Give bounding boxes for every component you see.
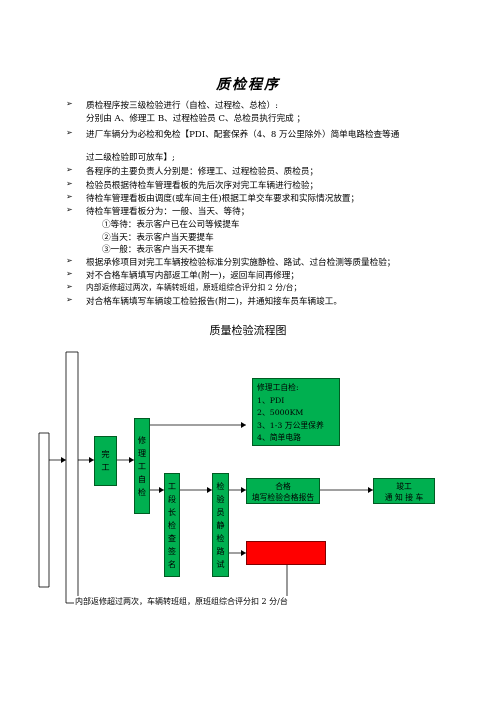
bullet-arrow-icon: ➢ — [66, 192, 73, 201]
finish-label: 竣工 — [396, 482, 412, 491]
notify-pickup-label: 通 知 接 车 — [384, 493, 424, 502]
self-check-list-item: 2、5000KM — [257, 408, 304, 417]
bottom-note: 内部返修超过两次，车辆转班组，原班组综合评分扣 2 分/台 — [74, 596, 289, 607]
list-subitem: ②当天：表示客户当天要提车 — [102, 233, 214, 243]
bullet-arrow-icon: ➢ — [66, 128, 73, 137]
bullet-arrow-icon: ➢ — [66, 269, 73, 278]
list-item: 待检车管理看板由调度(或车间主任)根据工单交车要求和实际情况放置； — [86, 194, 360, 204]
complete-label: 完工 — [101, 449, 110, 472]
list-item: 待检车管理看板分为：一般、当天、等待； — [86, 207, 250, 217]
bullet-arrow-icon: ➢ — [66, 205, 73, 214]
bullet-arrow-icon: ➢ — [66, 99, 73, 108]
list-item: 根据承修项目对完工车辆按检验标准分别实施静检、路试、过台检测等质量检验； — [86, 258, 396, 268]
list-item: 对合格车辆填写车辆竣工检验报告(附二)，并通知接车员车辆竣工。 — [86, 297, 342, 307]
pass-label: 合格 — [275, 482, 291, 491]
self-check-list-item: 4、简单电路 — [257, 433, 301, 442]
flowchart-title: 质量检验流程图 — [209, 324, 287, 337]
finish-box: 竣工 通 知 接 车 — [373, 478, 435, 504]
leader-signature-box: 工段长检查签名 — [164, 473, 180, 577]
inspector-test-label: 检验员静检路试 — [216, 480, 225, 569]
list-item: 检验员根据待检车管理看板的先后次序对完工车辆进行检验； — [86, 181, 319, 191]
self-check-list-item: 1、PDI — [257, 395, 285, 405]
list-item: 进厂车辆分为必检和免检【PDI、配套保养（4、8 万公里除外）简单电路检查等通 — [86, 130, 400, 140]
leader-signature-label: 工段长检查签名 — [167, 480, 177, 569]
list-item: 各程序的主要负责人分别是：修理工、过程检验员、质检员； — [86, 167, 319, 177]
pass-box: 合格 填写检验合格报告 — [246, 478, 320, 504]
inspector-test-box: 检验员静检路试 — [212, 473, 229, 577]
bullet-arrow-icon: ➢ — [66, 295, 73, 304]
repair-self-check-label: 修理工自检 — [137, 434, 147, 497]
self-check-list-item: 3、1-3 万公里保养 — [257, 420, 324, 430]
self-check-list-box: 修理工自检: 1、PDI 2、5000KM 3、1-3 万公里保养 4、简单电路 — [252, 378, 340, 446]
page-title: 质检程序 — [216, 77, 280, 93]
bullet-arrow-icon: ➢ — [66, 179, 73, 188]
list-item: 内部返修超过两次，车辆转班组，原班组综合评分扣 2 分/台； — [86, 283, 302, 292]
bullet-arrow-icon: ➢ — [66, 165, 73, 174]
list-subitem: ①等待：表示客户已在公司等候提车 — [102, 220, 240, 230]
fail-box — [246, 541, 326, 565]
list-item: 质检程序按三级检验进行（自检、过程检、总检）: — [86, 101, 278, 111]
list-item: 对不合格车辆填写内部返工单(附一)，返回车间再修理； — [86, 271, 299, 281]
pass-report-label: 填写检验合格报告 — [251, 493, 315, 502]
complete-box: 完工 — [94, 436, 117, 486]
repair-self-check-box: 修理工自检 — [134, 418, 150, 514]
list-item: 分别由 A、修理工 B、过程检验员 C、总检员执行完成 ； — [86, 114, 306, 124]
list-item: 过二级检验即可放车】; — [86, 153, 175, 163]
self-check-list-title: 修理工自检: — [257, 383, 299, 392]
bullet-arrow-icon: ➢ — [66, 256, 73, 265]
list-subitem: ③一般：表示客户当天不提车 — [102, 245, 214, 255]
bullet-arrow-icon: ➢ — [66, 282, 73, 291]
